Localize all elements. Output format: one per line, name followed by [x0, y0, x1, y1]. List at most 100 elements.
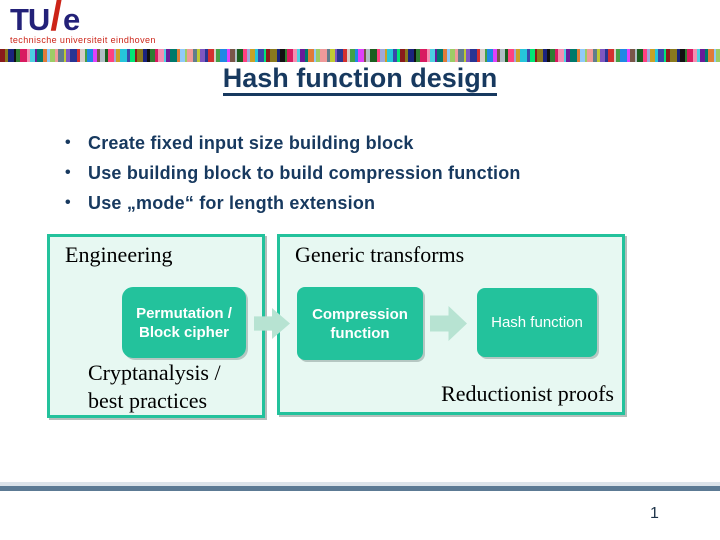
stripe-segment: [314, 49, 316, 62]
stripe-segment: [614, 49, 616, 62]
stripe-segment: [508, 49, 514, 62]
stripe-segment: [487, 49, 493, 62]
stripe-segment: [205, 49, 208, 62]
stripe-segment: [650, 49, 655, 62]
permutation-block-cipher-node: Permutation / Block cipher: [122, 287, 246, 358]
stripe-segment: [687, 49, 693, 62]
stripe-segment: [697, 49, 700, 62]
bullet-item: • Use building block to build compressio…: [63, 158, 521, 188]
stripe-segment: [605, 49, 608, 62]
stripe-segment: [547, 49, 550, 62]
stripe-segment: [270, 49, 277, 62]
stripe-segment: [500, 49, 505, 62]
stripe-segment: [35, 49, 37, 62]
stripe-segment: [343, 49, 347, 62]
stripe-segment: [266, 49, 270, 62]
stripe-segment: [527, 49, 530, 62]
color-stripe-bar: [0, 49, 720, 62]
stripe-segment: [470, 49, 477, 62]
bullet-text: Use „mode“ for length extension: [88, 193, 376, 213]
stripe-segment: [647, 49, 650, 62]
stripe-segment: [200, 49, 205, 62]
stripe-segment: [180, 49, 185, 62]
stripe-segment: [580, 49, 585, 62]
stripe-segment: [620, 49, 627, 62]
caption-line: Cryptanalysis /: [88, 360, 221, 385]
stripe-segment: [497, 49, 500, 62]
stripe-segment: [285, 49, 287, 62]
stripe-segment: [585, 49, 587, 62]
stripe-segment: [530, 49, 535, 62]
footer-rule: [0, 486, 720, 491]
hash-function-node: Hash function: [477, 288, 597, 357]
stripe-segment: [543, 49, 547, 62]
stripe-segment: [258, 49, 264, 62]
stripe-segment: [566, 49, 570, 62]
stripe-segment: [408, 49, 414, 62]
stripe-segment: [120, 49, 127, 62]
stripe-segment: [480, 49, 485, 62]
page-title: Hash function design: [222, 63, 498, 96]
stripe-segment: [0, 49, 5, 62]
stripe-segment: [16, 49, 20, 62]
stripe-segment: [630, 49, 635, 62]
stripe-segment: [147, 49, 150, 62]
page-number: 1: [650, 505, 659, 522]
stripe-segment: [558, 49, 564, 62]
stripe-segment: [347, 49, 350, 62]
stripe-segment: [516, 49, 520, 62]
stripe-segment: [37, 49, 43, 62]
stripe-segment: [243, 49, 247, 62]
node-label-line: Hash function: [491, 314, 583, 331]
stripe-segment: [77, 49, 80, 62]
stripe-segment: [670, 49, 677, 62]
stripe-segment: [700, 49, 705, 62]
stripe-segment: [300, 49, 305, 62]
stripe-segment: [393, 49, 397, 62]
stripe-segment: [130, 49, 135, 62]
stripe-segment: [320, 49, 327, 62]
bullet-dot-icon: •: [65, 134, 71, 151]
stripe-segment: [555, 49, 558, 62]
stripe-segment: [400, 49, 405, 62]
stripe-segment: [385, 49, 387, 62]
stripe-segment: [305, 49, 308, 62]
stripe-segment: [235, 49, 237, 62]
stripe-segment: [208, 49, 214, 62]
logo-slash-icon: /: [50, 0, 62, 39]
stripe-segment: [293, 49, 297, 62]
stripe-segment: [370, 49, 377, 62]
stripe-segment: [8, 49, 14, 62]
stripe-segment: [158, 49, 164, 62]
stripe-segment: [66, 49, 70, 62]
stripe-segment: [280, 49, 285, 62]
bullet-dot-icon: •: [65, 194, 71, 211]
stripe-segment: [443, 49, 447, 62]
stripe-segment: [430, 49, 435, 62]
stripe-segment: [658, 49, 664, 62]
bullet-list: • Create fixed input size building block…: [63, 128, 521, 218]
stripe-segment: [93, 49, 97, 62]
stripe-segment: [364, 49, 366, 62]
stripe-segment: [616, 49, 620, 62]
stripe-segment: [643, 49, 647, 62]
stripe-segment: [466, 49, 470, 62]
stripe-segment: [705, 49, 708, 62]
stripe-segment: [520, 49, 527, 62]
stripe-segment: [30, 49, 35, 62]
stripe-segment: [414, 49, 416, 62]
stripe-segment: [316, 49, 320, 62]
reductionist-proofs-caption: Reductionist proofs: [441, 381, 614, 406]
stripe-segment: [380, 49, 385, 62]
bullet-text: Use building block to build compression …: [88, 163, 521, 183]
stripe-segment: [70, 49, 77, 62]
stripe-segment: [627, 49, 630, 62]
stripe-segment: [155, 49, 158, 62]
stripe-segment: [247, 49, 250, 62]
stripe-segment: [337, 49, 343, 62]
stripe-segment: [464, 49, 466, 62]
stripe-segment: [135, 49, 137, 62]
logo-e-text: e: [63, 2, 80, 37]
stripe-segment: [458, 49, 464, 62]
bullet-item: • Use „mode“ for length extension: [63, 188, 521, 218]
